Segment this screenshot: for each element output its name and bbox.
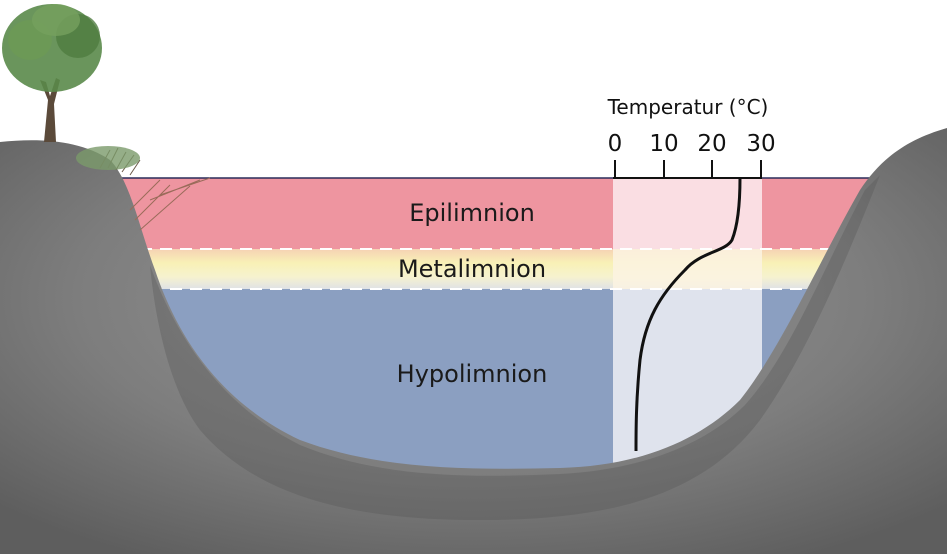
metalimnion-label: Metalimnion (398, 255, 546, 283)
epilimnion-label: Epilimnion (409, 199, 535, 227)
tick-label-0: 0 (608, 131, 623, 157)
tick-label-20: 20 (697, 131, 726, 157)
tick-label-10: 10 (649, 131, 678, 157)
tick-label-30: 30 (746, 131, 775, 157)
axis-title: Temperatur (°C) (607, 95, 769, 119)
temperature-axis: 0 10 20 30 Temperatur (°C) (607, 95, 776, 179)
lake-basin-ground (0, 128, 947, 554)
temperature-profile-curve (634, 177, 742, 452)
grass-tuft (76, 146, 140, 170)
tree-illustration (2, 4, 102, 142)
hypolimnion-label: Hypolimnion (397, 360, 548, 388)
epilimnion-layer (0, 178, 947, 249)
